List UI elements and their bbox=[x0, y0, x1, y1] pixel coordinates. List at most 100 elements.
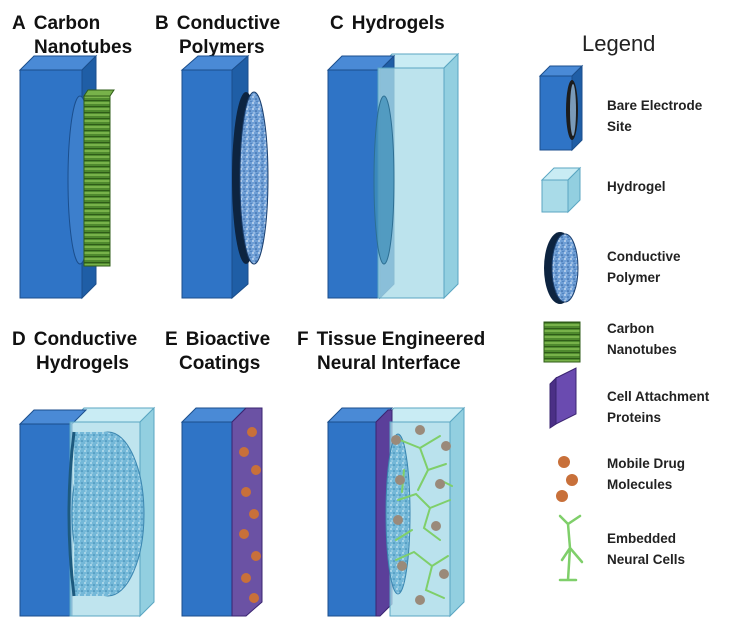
panel-d-electrode-front bbox=[19, 423, 73, 617]
legend-icon-hydrogel bbox=[540, 166, 582, 214]
legend-label-proteins-line1: Cell Attachment bbox=[607, 389, 710, 404]
panel-d-polymer-body bbox=[74, 432, 108, 596]
legend-label-neural: Embedded Neural Cells bbox=[607, 528, 685, 570]
panel-e-drug bbox=[241, 573, 251, 583]
panel-e-protein-slab bbox=[231, 407, 263, 617]
legend-label-polymer-line1: Conductive bbox=[607, 249, 681, 264]
panel-a-title-line2: Nanotubes bbox=[34, 37, 133, 58]
panel-b-letter: B bbox=[155, 13, 169, 34]
panel-e-drug bbox=[239, 529, 249, 539]
legend-label-proteins: Cell Attachment Proteins bbox=[607, 386, 709, 428]
panel-e-drug bbox=[249, 593, 259, 603]
panel-f-drug bbox=[435, 479, 445, 489]
panel-f-drug bbox=[439, 569, 449, 579]
legend-label-neural-line2: Neural Cells bbox=[607, 552, 686, 567]
panel-c-hydrogel-side bbox=[443, 52, 459, 300]
panel-f-electrode-front bbox=[327, 421, 379, 617]
panel-a-title: A Carbon Nanotubes bbox=[12, 12, 132, 60]
legend-icon-proteins bbox=[549, 367, 577, 429]
panel-d-title: D Conductive Hydrogels bbox=[12, 328, 137, 376]
panel-f-electrode bbox=[326, 407, 394, 617]
panel-f-title: F Tissue Engineered Neural Interface bbox=[297, 328, 485, 376]
legend-label-drug-line2: Molecules bbox=[607, 477, 673, 492]
panel-f-neural-cells bbox=[395, 435, 453, 599]
legend-label-nanotubes-line2: Nanotubes bbox=[607, 342, 677, 357]
panel-e-drug bbox=[249, 509, 259, 519]
panel-f-title-line1: Tissue Engineered bbox=[316, 329, 486, 350]
panel-e-title-line2: Coatings bbox=[179, 353, 261, 374]
panel-e-drug bbox=[239, 447, 249, 457]
panel-d-title-line2: Hydrogels bbox=[36, 353, 129, 374]
panel-f-polymer-face bbox=[385, 433, 411, 595]
panel-a-letter: A bbox=[12, 13, 26, 34]
legend-label-neural-line1: Embedded bbox=[607, 531, 677, 546]
panel-b-title-line2: Polymers bbox=[179, 37, 265, 58]
panel-d-title-line1: Conductive bbox=[33, 329, 138, 350]
panel-f-neural-cell bbox=[399, 435, 447, 491]
panel-a-title-line1: Carbon bbox=[33, 13, 101, 34]
panel-f-drug bbox=[415, 425, 425, 435]
panel-d-conductive-hydrogel bbox=[67, 421, 145, 617]
legend-icon-nanotubes bbox=[543, 321, 581, 363]
panel-f-drug bbox=[393, 515, 403, 525]
panel-b-polymer bbox=[232, 91, 269, 265]
panel-b-title: B Conductive Polymers bbox=[155, 12, 280, 60]
panel-f-neural-cell bbox=[397, 492, 451, 541]
panel-c-electrode-site bbox=[373, 95, 395, 265]
legend-label-drug-line1: Mobile Drug bbox=[607, 456, 685, 471]
legend-label-drug: Mobile Drug Molecules bbox=[607, 453, 685, 495]
panel-a-nanotube-stack bbox=[83, 95, 111, 267]
panel-e-electrode bbox=[180, 407, 248, 617]
panel-c-title-line1: Hydrogels bbox=[351, 13, 445, 34]
panel-e-drug bbox=[251, 465, 261, 475]
legend-label-hydrogel-line1: Hydrogel bbox=[607, 179, 666, 194]
legend-label-electrode-line2: Site bbox=[607, 119, 632, 134]
panel-d-letter: D bbox=[12, 329, 26, 350]
panel-e-electrode-front bbox=[181, 421, 233, 617]
legend-label-polymer: Conductive Polymer bbox=[607, 246, 681, 288]
panel-f-drug bbox=[415, 595, 425, 605]
panel-f-drug bbox=[391, 435, 401, 445]
panel-f-title-line2: Neural Interface bbox=[317, 353, 461, 374]
panel-e-drug bbox=[241, 487, 251, 497]
panel-e-letter: E bbox=[165, 329, 178, 350]
panel-e-protein-layer bbox=[231, 407, 263, 617]
panel-f-hydrogel-side bbox=[449, 406, 465, 618]
panel-d-hydrogel-back bbox=[68, 406, 156, 618]
legend-label-proteins-line2: Proteins bbox=[607, 410, 662, 425]
legend-icon-drug bbox=[556, 456, 578, 502]
panel-f-drug bbox=[431, 521, 441, 531]
panel-b-title-line1: Conductive bbox=[176, 13, 281, 34]
legend-label-nanotubes-line1: Carbon bbox=[607, 321, 655, 336]
panel-d-polymer-edge bbox=[67, 431, 76, 597]
legend-label-nanotubes: Carbon Nanotubes bbox=[607, 318, 677, 360]
panel-c-title: C Hydrogels bbox=[330, 12, 445, 36]
panel-c-letter: C bbox=[330, 13, 344, 34]
panel-a-nanotubes bbox=[83, 89, 115, 267]
legend-label-electrode-line1: Bare Electrode bbox=[607, 98, 703, 113]
legend-icon-neural-cell bbox=[558, 514, 584, 582]
panel-d-electrode bbox=[18, 409, 88, 617]
panel-f-drug bbox=[441, 441, 451, 451]
legend-label-polymer-line2: Polymer bbox=[607, 270, 661, 285]
panel-e-drug bbox=[247, 427, 257, 437]
panel-c-electrode-front bbox=[327, 69, 381, 299]
panel-f-neural-cell bbox=[395, 550, 449, 599]
legend-title: Legend bbox=[582, 31, 656, 56]
panel-e-title: E Bioactive Coatings bbox=[165, 328, 270, 376]
panel-c-hydrogel bbox=[373, 67, 445, 299]
legend-icon-polymer bbox=[544, 232, 579, 304]
panel-e-drug bbox=[251, 551, 261, 561]
panel-e-drug-molecules bbox=[239, 427, 261, 603]
panel-f-drug-molecules bbox=[391, 425, 451, 605]
legend-label-hydrogel: Hydrogel bbox=[607, 176, 666, 197]
panel-b-electrode-front bbox=[181, 69, 233, 299]
panel-e-title-line1: Bioactive bbox=[185, 329, 271, 350]
panel-f-letter: F bbox=[297, 329, 309, 350]
panel-f-drug bbox=[395, 475, 405, 485]
panel-f-drug bbox=[397, 561, 407, 571]
legend-label-electrode: Bare Electrode Site bbox=[607, 95, 702, 137]
panel-a-nanotube-top bbox=[83, 89, 115, 97]
panel-b-polymer-face bbox=[239, 91, 269, 265]
